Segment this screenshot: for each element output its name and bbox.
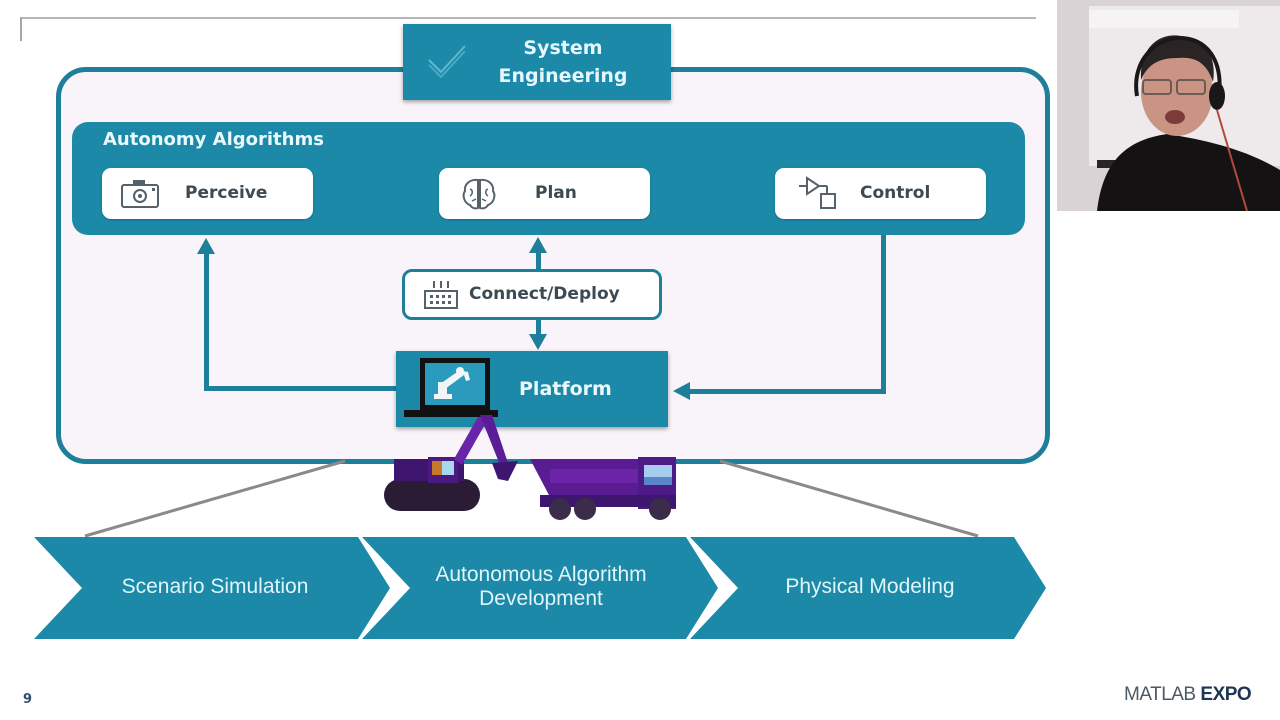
control-block-icon <box>799 176 836 209</box>
step-plan: Plan <box>439 168 650 219</box>
logo-expo: EXPO <box>1200 684 1252 705</box>
logo-matlab: MATLAB <box>1124 684 1196 705</box>
chevron-scenario-simulation <box>34 537 390 639</box>
system-engineering-line1: System <box>523 37 603 59</box>
autonomy-algorithms-title: Autonomy Algorithms <box>103 129 324 150</box>
camera-icon <box>121 180 159 208</box>
system-engineering-box: System Engineering <box>403 24 671 100</box>
arrow-control-to-platform <box>673 235 886 400</box>
top-rule <box>20 17 1036 19</box>
top-rule-tick <box>20 17 22 41</box>
plan-label: Plan <box>535 183 577 203</box>
control-label: Control <box>860 183 931 203</box>
system-engineering-label: System Engineering <box>493 34 633 90</box>
arrow-platform-to-perceive <box>197 238 397 391</box>
platform-label: Platform <box>519 378 612 400</box>
connect-deploy-box: Connect/Deploy <box>402 269 662 320</box>
platform-box: Platform <box>396 351 668 427</box>
matlab-expo-logo: MATLAB EXPO <box>1124 684 1252 706</box>
excavator-icon <box>384 415 518 511</box>
presenter-webcam <box>1057 0 1280 211</box>
system-engineering-line2: Engineering <box>498 65 628 87</box>
zoom-line-right <box>719 459 979 538</box>
step-control: Control <box>775 168 986 219</box>
autonomy-algorithms-band: Autonomy Algorithms Perceive Plan Contro… <box>72 122 1025 235</box>
brain-icon <box>462 178 496 210</box>
workflow-label-physical-modeling: Physical Modeling <box>785 575 955 598</box>
workflow-label-autonomous-algorithm-development: Autonomous Algorithm Development <box>435 563 647 610</box>
dump-truck-icon <box>530 457 676 520</box>
connect-deploy-label: Connect/Deploy <box>469 284 620 304</box>
zoom-line-left <box>84 459 346 538</box>
laptop-robot-arm-icon <box>404 358 498 417</box>
hardware-board-icon <box>424 281 458 309</box>
vehicles-illustration <box>384 415 676 520</box>
checkmark-icon <box>428 45 466 78</box>
arrow-connect-platform <box>529 316 547 350</box>
arrow-plan-connect <box>529 237 547 270</box>
chevron-physical-modeling <box>690 537 1046 639</box>
perceive-label: Perceive <box>185 183 268 203</box>
step-perceive: Perceive <box>102 168 313 219</box>
page-number: 9 <box>23 692 33 707</box>
presenter-video-frame <box>1057 0 1280 211</box>
chevron-autonomous-algorithm-development <box>362 537 718 639</box>
workflow-label-scenario-simulation: Scenario Simulation <box>121 575 309 598</box>
